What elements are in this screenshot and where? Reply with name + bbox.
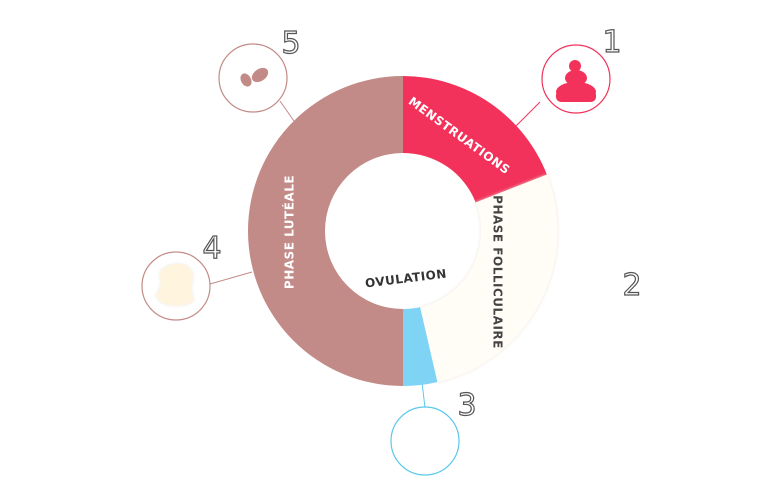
segment-label-phase-luteale: PHASE LUTÉALE bbox=[282, 175, 297, 289]
step-number-2: 2 bbox=[622, 268, 641, 303]
blood-drop-icon bbox=[556, 60, 596, 102]
connector-line-4 bbox=[209, 271, 253, 285]
step-number-5: 5 bbox=[281, 26, 300, 61]
cervical-mucus-icon bbox=[156, 263, 194, 306]
step-circle-3[interactable] bbox=[390, 406, 460, 476]
step-1[interactable]: 1 bbox=[541, 24, 622, 114]
segment-ovulation[interactable] bbox=[403, 307, 438, 386]
step-4[interactable]: 4 bbox=[141, 230, 222, 321]
step-number-1: 1 bbox=[602, 25, 621, 60]
connector-line-1 bbox=[515, 101, 541, 127]
segment-phase-luteale[interactable] bbox=[248, 76, 403, 386]
step-number-3: 3 bbox=[457, 388, 476, 423]
step-3[interactable]: 3 bbox=[390, 387, 477, 476]
segment-phase-folliculaire[interactable] bbox=[420, 174, 558, 383]
center-label-ovulation: OVULATION bbox=[364, 267, 447, 291]
step-number-4: 4 bbox=[202, 231, 221, 266]
spotting-icon bbox=[240, 67, 269, 87]
connector-line-5 bbox=[279, 100, 295, 122]
connector-line-3 bbox=[421, 381, 426, 409]
step-5[interactable]: 5 bbox=[218, 25, 301, 113]
segment-label-phase-folliculaire: PHASE FOLLICULAIRE bbox=[491, 195, 505, 349]
segment-menstruations[interactable] bbox=[403, 76, 547, 203]
